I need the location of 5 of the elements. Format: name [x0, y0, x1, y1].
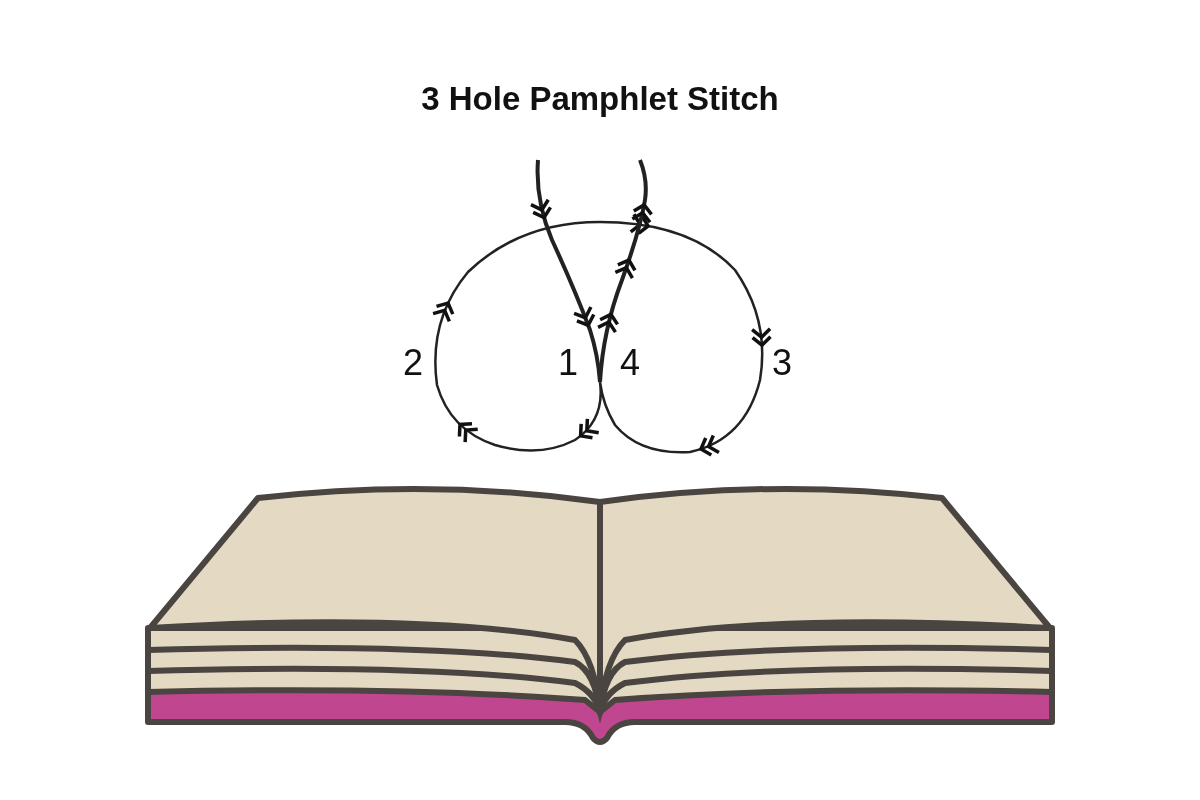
diagram-title: 3 Hole Pamphlet Stitch — [420, 80, 780, 118]
hole-number: 1 — [558, 345, 579, 381]
hole-number: 3 — [772, 345, 793, 381]
hole-number: 2 — [403, 345, 424, 381]
hole-number: 4 — [620, 345, 641, 381]
